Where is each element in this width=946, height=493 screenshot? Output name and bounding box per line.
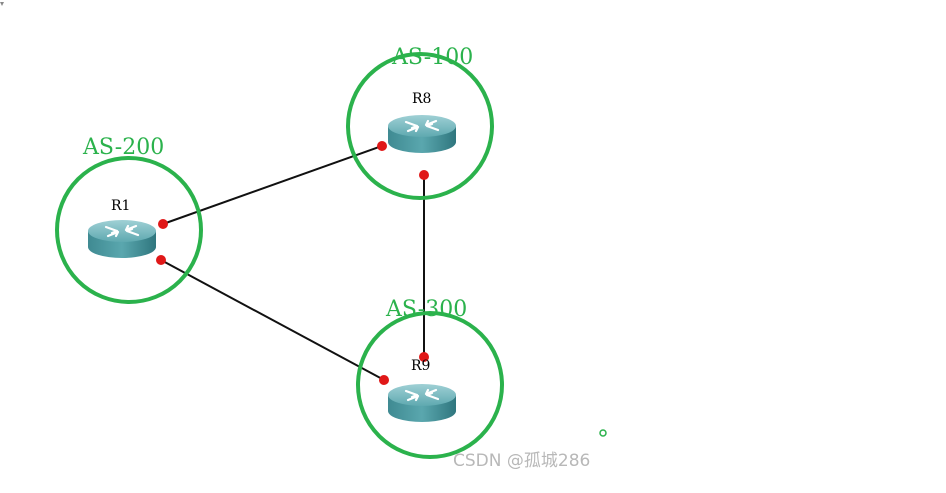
as-circle-as-200 xyxy=(55,156,203,304)
link-r1-r8 xyxy=(162,145,383,225)
as-label-as-300: AS-300 xyxy=(385,297,467,322)
corner-artifact xyxy=(0,2,4,6)
router-label-r1: R1 xyxy=(111,198,130,214)
as-circle-as-100 xyxy=(346,52,494,200)
green-marker xyxy=(599,429,607,437)
router-label-r8: R8 xyxy=(412,91,431,107)
interface-dot-r9-to-r8 xyxy=(419,352,429,362)
as-circle-as-300 xyxy=(356,311,504,459)
router-label-r9: R9 xyxy=(411,358,430,374)
as-label-as-200: AS-200 xyxy=(82,135,164,160)
interface-dot-r8-to-r1 xyxy=(377,141,387,151)
interface-dot-r1-to-r9 xyxy=(156,255,166,265)
interface-dot-r8-to-r9 xyxy=(419,170,429,180)
router-r1[interactable] xyxy=(86,218,158,260)
interface-dot-r1-to-r8 xyxy=(158,219,168,229)
as-label-as-100: AS-100 xyxy=(391,45,473,70)
csdn-watermark: CSDN @孤城286 xyxy=(453,451,590,471)
interface-dot-r9-to-r1 xyxy=(379,375,389,385)
link-r1-r9 xyxy=(160,259,385,381)
router-r9[interactable] xyxy=(386,382,458,424)
router-r8[interactable] xyxy=(386,113,458,155)
